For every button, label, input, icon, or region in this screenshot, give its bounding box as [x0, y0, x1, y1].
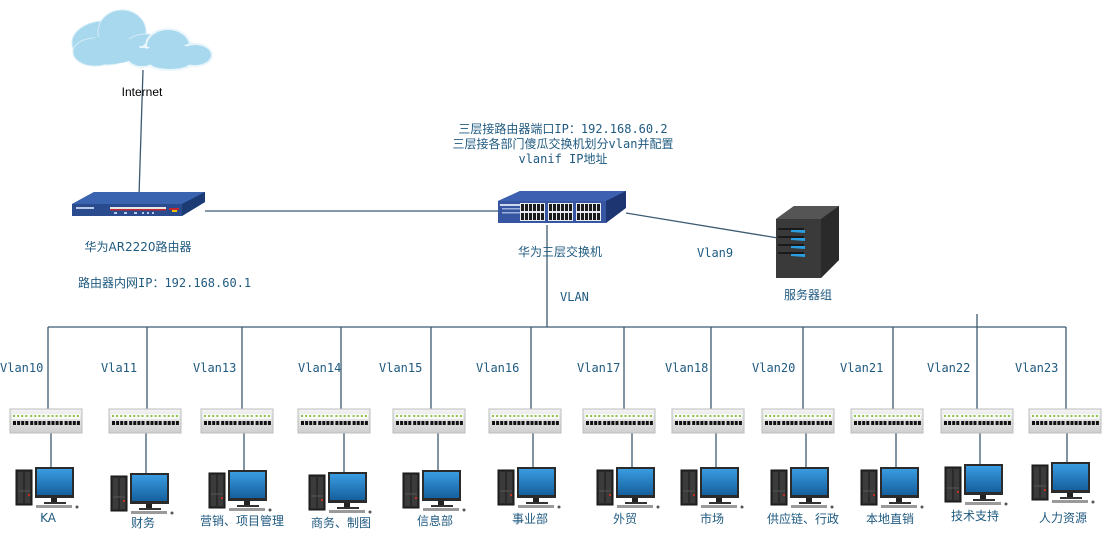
vlan-label: Vla11 — [101, 361, 138, 375]
vlan-label: Vlan13 — [193, 361, 237, 375]
department-label: 商务、制图 — [310, 516, 372, 530]
department-label: 营销、项目管理 — [199, 514, 285, 528]
access-layer — [9, 408, 1102, 515]
vlan-label: Vlan20 — [752, 361, 796, 375]
core-switch-note-1: 三层接路由器端口IP：192.168.60.2 — [458, 122, 668, 136]
server-vlan-label: Vlan9 — [697, 246, 734, 260]
core-switch-note-2: 三层接各部门傻瓜交换机划分vlan并配置 — [452, 137, 674, 151]
vlan-label: Vlan14 — [298, 361, 342, 375]
department-label: 外贸 — [612, 512, 638, 526]
desktop-computer-icon[interactable] — [680, 467, 744, 509]
access-switch-icon[interactable] — [108, 408, 182, 434]
department-label: 供应链、行政 — [766, 512, 840, 526]
department-label: KA — [40, 511, 56, 525]
department-label: 人力资源 — [1038, 511, 1088, 525]
links — [47, 69, 1068, 475]
access-switch-icon[interactable] — [392, 408, 466, 434]
server-group-label: 服务器组 — [783, 288, 833, 302]
department-label: 技术支持 — [950, 509, 1000, 523]
department-label: 市场 — [699, 512, 725, 526]
vlan-label: Vlan23 — [1015, 361, 1059, 375]
vlan-label: Vlan21 — [840, 361, 884, 375]
vlan-label: Vlan18 — [665, 361, 709, 375]
internet-label: Internet — [121, 85, 163, 99]
router-icon[interactable] — [72, 192, 205, 216]
core-switch-icon[interactable] — [498, 191, 626, 223]
access-switch-icon[interactable] — [1028, 408, 1102, 434]
access-switch-icon[interactable] — [297, 408, 371, 434]
core-server-link — [625, 212, 779, 239]
vlan-label: Vlan16 — [476, 361, 520, 375]
desktop-computer-icon[interactable] — [1031, 462, 1095, 504]
access-switch-icon[interactable] — [200, 408, 274, 434]
desktop-computer-icon[interactable] — [860, 467, 924, 509]
desktop-computer-icon[interactable] — [770, 467, 834, 509]
department-label: 事业部 — [511, 512, 549, 526]
internet-router-link — [138, 69, 144, 197]
access-switch-icon[interactable] — [9, 408, 83, 434]
trunk-vlan-label: VLAN — [560, 290, 589, 304]
server-icon[interactable] — [776, 206, 839, 278]
vlan-label: Vlan15 — [379, 361, 423, 375]
core-switch-label: 华为三层交换机 — [517, 245, 603, 259]
core-switch-note-3: vlanif IP地址 — [518, 152, 608, 166]
access-switch-icon[interactable] — [940, 408, 1014, 434]
department-label: 本地直销 — [865, 512, 915, 526]
vlan-label: Vlan22 — [927, 361, 971, 375]
desktop-computer-icon[interactable] — [944, 464, 1008, 506]
router-label: 华为AR2220路由器 — [84, 240, 192, 254]
desktop-computer-icon[interactable] — [15, 467, 79, 509]
vlan-label: Vlan10 — [0, 361, 44, 375]
internet-cloud-icon — [71, 9, 213, 71]
vlan-label: Vlan17 — [577, 361, 621, 375]
router-lan-ip-label: 路由器内网IP：192.168.60.1 — [78, 276, 252, 290]
access-switch-icon[interactable] — [488, 408, 562, 434]
access-switch-icon[interactable] — [582, 408, 656, 434]
access-switch-icon[interactable] — [671, 408, 745, 434]
desktop-computer-icon[interactable] — [308, 472, 372, 514]
desktop-computer-icon[interactable] — [596, 467, 660, 509]
department-label: 财务 — [130, 516, 156, 530]
desktop-computer-icon[interactable] — [497, 467, 561, 509]
access-switch-icon[interactable] — [850, 408, 924, 434]
department-label: 信息部 — [416, 514, 454, 528]
desktop-computer-icon[interactable] — [110, 473, 174, 515]
access-switch-icon[interactable] — [761, 408, 835, 434]
desktop-computer-icon[interactable] — [402, 470, 466, 512]
desktop-computer-icon[interactable] — [208, 470, 272, 512]
